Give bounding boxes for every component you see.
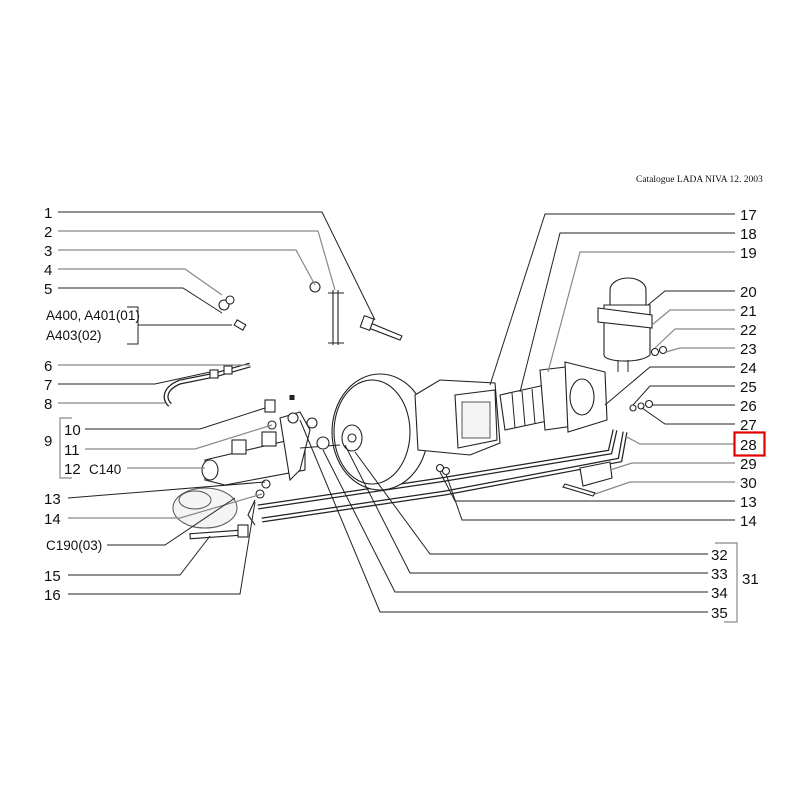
- callout-4: 4: [44, 262, 52, 279]
- brake-parts-drawing: [163, 277, 668, 540]
- vacuum-booster-part-31: [299, 373, 441, 491]
- callout-15: 15: [44, 568, 61, 585]
- callout-c140: C140: [89, 462, 121, 477]
- washer-part-22: [650, 347, 660, 357]
- callout-25: 25: [740, 379, 757, 396]
- highlight-box-28: [733, 431, 766, 457]
- callout-14: 14: [44, 511, 61, 528]
- clamp-part-3: [309, 281, 321, 293]
- callout-11: 11: [64, 442, 80, 459]
- reservoir-part-20: [597, 277, 653, 372]
- callout-16: 16: [44, 587, 61, 604]
- callout-5: 5: [44, 281, 52, 298]
- nut-part-25: [629, 404, 637, 412]
- nut-part-13: [261, 479, 271, 489]
- leader-lines: [58, 211, 738, 623]
- catalogue-header: Catalogue LADA NIVA 12. 2003: [636, 175, 763, 185]
- callout-1: 1: [44, 205, 52, 222]
- bracket-part-2: [328, 290, 344, 345]
- callout-30: 30: [740, 475, 757, 492]
- callout-29: 29: [740, 456, 757, 473]
- hose-part-6: [163, 362, 251, 407]
- callout-8: 8: [44, 396, 52, 413]
- callout-7: 7: [44, 377, 52, 394]
- callout-31: 31: [742, 571, 759, 588]
- master-cylinder-part-12: [201, 411, 311, 486]
- callout-3: 3: [44, 243, 52, 260]
- callout-17: 17: [740, 207, 757, 224]
- callout-28[interactable]: 28: [740, 437, 757, 454]
- callout-26: 26: [740, 398, 757, 415]
- nut-part-26: [644, 399, 654, 409]
- callout-32: 32: [711, 547, 728, 564]
- pedal-housing-part-17: [414, 379, 501, 456]
- callout-a403: A403(02): [46, 328, 102, 343]
- callout-21: 21: [740, 303, 757, 320]
- bolt-part-15: [189, 524, 249, 540]
- callout-19: 19: [740, 245, 757, 262]
- clip-part-29: [579, 461, 613, 487]
- callout-9: 9: [44, 433, 52, 450]
- callout-c190: C190(03): [46, 538, 102, 553]
- callout-24: 24: [740, 360, 757, 377]
- callout-23: 23: [740, 341, 757, 358]
- callout-10: 10: [64, 422, 81, 439]
- washer-part-27: [637, 402, 645, 410]
- clamp-part-7: [209, 369, 219, 379]
- callout-a400-a401: A400, A401(01): [46, 308, 140, 323]
- callout-33: 33: [711, 566, 728, 583]
- callout-14-right: 14: [740, 513, 757, 530]
- callout-18: 18: [740, 226, 757, 243]
- callout-13: 13: [44, 491, 61, 508]
- strip-part-30: [562, 483, 596, 497]
- fitting-part-10: [264, 399, 276, 413]
- callout-12: 12: [64, 461, 81, 478]
- left-callouts: 1 2 3 4 5 A400, A401(01) A403(02) 6 7 8 …: [44, 205, 140, 604]
- right-callouts: 17 18 19 20 21 22 23 24 25 26 27 28 29 3…: [711, 207, 766, 622]
- callout-2: 2: [44, 224, 52, 241]
- nut-part-23: [658, 345, 668, 355]
- callout-6: 6: [44, 358, 52, 375]
- callout-20: 20: [740, 284, 757, 301]
- callout-27: 27: [740, 417, 757, 434]
- callout-13-right: 13: [740, 494, 757, 511]
- plug-part-a400: [233, 319, 247, 331]
- callout-35: 35: [711, 605, 728, 622]
- callout-22: 22: [740, 322, 757, 339]
- callout-34: 34: [711, 585, 728, 602]
